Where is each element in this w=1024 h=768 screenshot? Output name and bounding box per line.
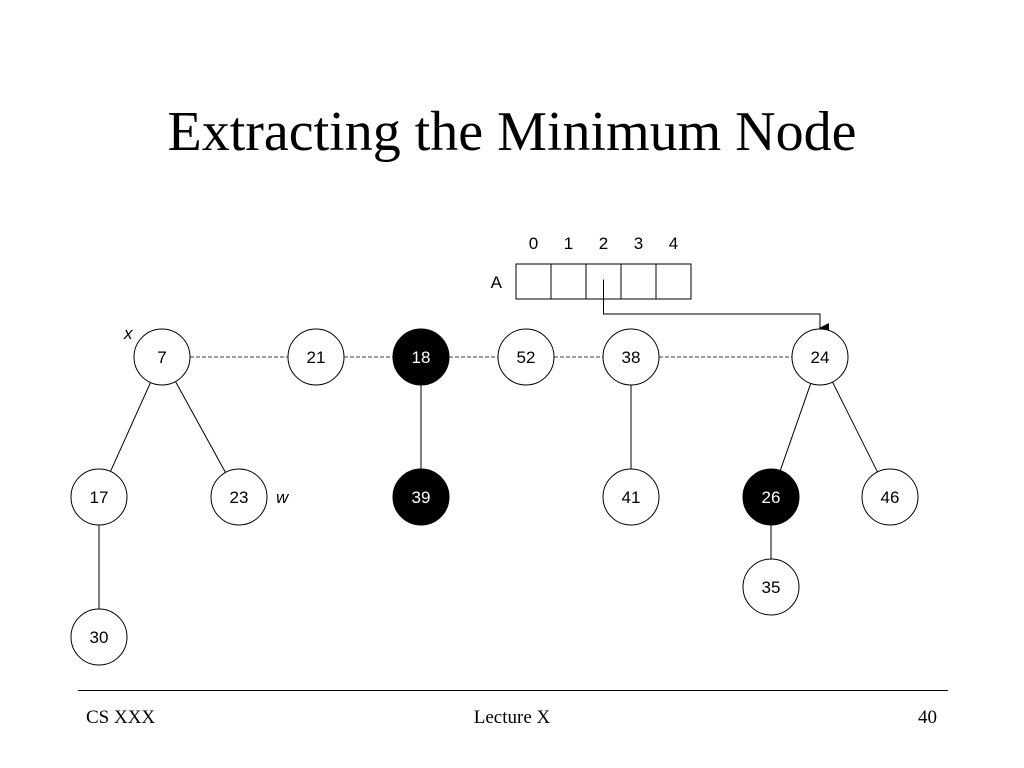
footer-lecture: Lecture X <box>473 707 551 728</box>
array-label: A <box>491 273 503 292</box>
array-index-2: 2 <box>599 234 608 253</box>
footer-divider <box>78 690 948 691</box>
degree-array: 0 1 2 3 4A <box>491 234 829 333</box>
node-label-23: 23 <box>230 488 249 507</box>
array-cell-1 <box>550 263 587 300</box>
marker-x: x <box>123 324 133 343</box>
array-cell-3 <box>620 263 657 300</box>
edge-24-26 <box>779 383 812 471</box>
node-23 <box>210 468 268 526</box>
edge-24-46 <box>832 381 878 473</box>
array-index-1: 1 <box>564 234 573 253</box>
array-index-3: 3 <box>634 234 643 253</box>
node-label-30: 30 <box>90 628 109 647</box>
array-index-0: 0 <box>529 234 538 253</box>
node-7 <box>133 328 191 386</box>
node-46 <box>861 468 919 526</box>
node-30 <box>70 608 128 666</box>
marker-w: w <box>276 488 290 507</box>
node-label-7: 7 <box>157 348 166 367</box>
node-label-24: 24 <box>811 348 830 367</box>
node-label-52: 52 <box>517 348 536 367</box>
node-label-18: 18 <box>412 348 431 367</box>
node-52 <box>497 328 555 386</box>
node-label-38: 38 <box>622 348 641 367</box>
node-41 <box>602 468 660 526</box>
node-label-17: 17 <box>90 488 109 507</box>
array-index-4: 4 <box>669 234 678 253</box>
slide-title: Extracting the Minimum Node <box>167 101 857 163</box>
node-label-35: 35 <box>762 578 781 597</box>
footer-course: CS XXX <box>86 707 156 728</box>
array-pointer-arrow <box>603 279 829 333</box>
node-21 <box>287 328 345 386</box>
node-label-39: 39 <box>412 488 431 507</box>
node-label-46: 46 <box>881 488 900 507</box>
node-24 <box>791 328 849 386</box>
node-label-41: 41 <box>622 488 641 507</box>
node-38 <box>602 328 660 386</box>
tree-edges <box>98 381 878 609</box>
heap-nodes: 7 21 18 52 38 24 17 23 39 41 26 46 30 35 <box>70 328 919 666</box>
node-18 <box>392 328 450 386</box>
array-cell-0 <box>515 263 552 300</box>
edge-7-23 <box>175 381 226 473</box>
node-label-21: 21 <box>307 348 326 367</box>
pointer-markers: xw <box>123 324 290 507</box>
edge-7-17 <box>110 382 151 472</box>
node-26 <box>742 468 800 526</box>
node-label-26: 26 <box>762 488 781 507</box>
node-39 <box>392 468 450 526</box>
footer-page-number: 40 <box>918 707 937 728</box>
node-17 <box>70 468 128 526</box>
array-cell-4 <box>655 263 692 300</box>
node-35 <box>742 558 800 616</box>
